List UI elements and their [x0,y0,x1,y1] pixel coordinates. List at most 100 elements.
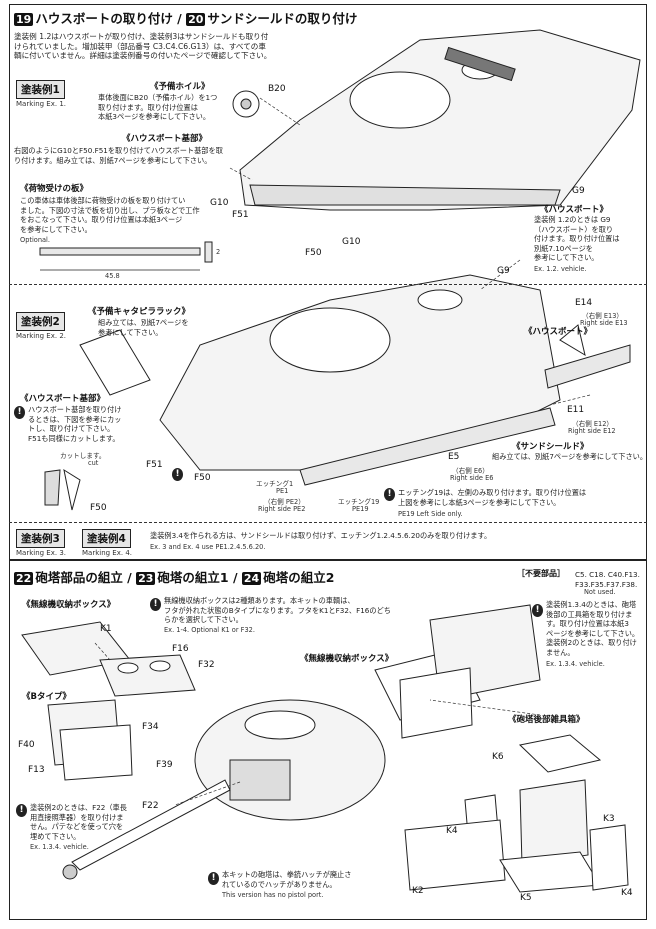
marking-ex1-tag: 塗装例1 [16,80,65,99]
part-f16: F16 [172,644,189,654]
step-title-22: 砲塔部品の組立 [35,570,123,585]
marking-ex3-en: Marking Ex. 3. [16,549,67,557]
step-number-23: 23 [136,572,156,585]
part-k6: K6 [492,752,504,762]
step-number-19: 19 [14,13,34,26]
part-pe1-c: （右側 PE2） [264,498,305,506]
note-icon-3: ! [384,488,395,501]
radio-note: 無線機収納ボックスは2種類あります。本キットの車輌は、 フタが外れた状態のBタイ… [164,596,391,624]
part-f22: F22 [142,801,159,811]
divider-b-c [9,522,647,523]
luggage-dimension-2: 2 [216,248,221,256]
luggage-dimension: 45.8 [105,272,120,280]
note-icon-2: ! [172,468,183,481]
ex2-note-en: Ex. 1.3.4. vehicle. [30,843,89,851]
spare-wheel-text: 車体後面にB20（予備ホイル）を1つ 取り付けます。取り付け位置は 本紙3ページ… [98,93,218,121]
ex134-note-en: Ex. 1.3.4. vehicle. [546,660,605,668]
part-g9: G9 [572,186,585,196]
step-number-22: 22 [14,572,34,585]
marking-ex3-tag: 塗装例3 [16,529,65,548]
pistol-note: 本キットの砲塔は、拳銃ハッチが廃止さ れているのでハッチがありません。 [222,870,352,889]
section-19-intro: 塗装例 1.2はハウスボートが取り付け、塗装例3はサンドシールドも取り付 けられ… [14,32,272,60]
part-e14-en: Right side E13 [580,319,628,327]
radio-box-caption: 《無線機収納ボックス》 [22,600,116,610]
part-f39: F39 [156,760,173,770]
step-number-20: 20 [186,13,206,26]
etching-note: エッチング19は、左側のみ取り付けます。取り付け位置は 上図を参考にし本紙3ペー… [398,488,587,507]
track-rack-caption: 《予備キャタピララック》 [88,307,191,317]
marking-ex2-en: Marking Ex. 2. [16,332,67,340]
part-g10-right: G10 [342,237,361,247]
cut-label-en: cut [88,459,99,467]
part-e11-sub: （右側 E12） [572,420,614,428]
luggage-text: この車体は車体後部に荷物受けの板を取り付けてい ました。下図の寸法で板を切り出し… [20,196,200,234]
track-rack-text: 組み立ては、別紙7ページを 参考にして下さい。 [98,318,189,337]
part-g10-left: G10 [210,198,229,208]
part-f51-b: F51 [146,460,163,470]
part-e14: E14 [575,298,593,308]
pistol-note-en: This version has no pistol port. [222,891,324,899]
part-b20: B20 [268,84,286,94]
part-f50-c: F50 [90,503,107,513]
unused-parts: C5. C18. C40.F13. F33.F35.F37.F38. [575,570,640,589]
cut-label: カットします。 [60,452,106,460]
hull-drawing-2 [159,274,561,471]
housebox-right2-caption: 《ハウスボート》 [524,327,593,337]
part-f40: F40 [18,740,35,750]
housebox-base2-caption: 《ハウスボート基部》 [20,394,106,404]
part-k4-left: K4 [446,826,458,836]
marking-ex1-en: Marking Ex. 1. [16,100,67,108]
ex2-note: 塗装例2のときは、F22（車長 用直接照準器）を取り付けま せん。パテなどを使っ… [30,803,127,841]
housebox-right-caption: 《ハウスボート》 [540,205,609,215]
marking-ex34-text: 塗装例3.4を作られる方は、サンドシールドは取り付けず、エッチング1.2.4.5… [150,531,492,540]
part-pe1-b: PE1 [276,487,289,495]
marking-ex4-tag: 塗装例4 [82,529,131,548]
housebox-base-caption: 《ハウスボート基部》 [122,134,208,144]
housebox-base2-text: ハウスボート基部を取り付け るときは、下図を参考にカッ トし、取り付けて下さい。… [28,405,122,443]
part-f50-b: F50 [194,473,211,483]
part-k5: K5 [520,893,532,903]
radio-box2-caption: 《無線機収納ボックス》 [300,654,394,664]
step-title-19: ハウスボートの取り付け [35,11,173,26]
sand-shield-caption: 《サンドシールド》 [512,442,589,452]
ex134-note: 塗装例1.3.4のときは、砲塔 後部の工具箱を取り付けま す。取り付け位置は本紙… [546,600,640,657]
radio-note-en: Ex. 1-4. Optional K1 or F32. [164,626,255,634]
part-f32: F32 [198,660,215,670]
part-e14-sub: （右側 E13） [582,312,624,320]
luggage-caption: 《荷物受けの板》 [20,184,89,194]
part-f51: F51 [232,210,249,220]
spare-wheel-caption: 《予備ホイル》 [150,82,210,92]
housebox-right-en: Ex. 1.2. vehicle. [534,265,587,273]
turret-box-caption: 《砲塔後部雑具箱》 [508,715,585,725]
housebox-right-text: 塗装例 1.2のときは G9 （ハウスボート）を取り 付けます。取り付け位置は … [534,215,620,262]
step-title-24: 砲塔の組立2 [263,570,335,585]
part-k1: K1 [100,624,112,634]
divider-a-b [9,284,647,285]
part-g9-b: G9 [497,266,510,276]
part-e11-en: Right side E12 [568,427,616,435]
part-pe1: エッチング1 [256,480,294,488]
part-pe19: エッチング19 [338,498,380,506]
sand-shield-text: 組み立ては、別紙7ページを参考にして下さい。 [492,452,648,461]
luggage-optional: Optional. [20,236,50,244]
marking-ex4-en: Marking Ex. 4. [82,549,133,557]
part-k3: K3 [603,814,615,824]
etching-note-en: PE19 Left Side only. [398,510,463,518]
divider-c-d [9,559,647,561]
part-f50: F50 [305,248,322,258]
note-icon: ! [14,406,25,419]
page-frame [9,4,647,920]
unused-en: Not used. [584,588,616,596]
housebox-base-text: 右図のようにG10とF50.F51を取り付けてハウスボート基部を取 り付けます。… [14,146,223,165]
marking-ex34-en: Ex. 3 and Ex. 4 use PE1.2.4.5.6.20. [150,543,266,551]
step-title-20: サンドシールドの取り付け [207,11,358,26]
marking-ex2-tag: 塗装例2 [16,312,65,331]
note-icon-6: ! [16,804,27,817]
part-e5-sub: （右側 E6） [452,467,489,475]
unused-header: ［不要部品］ [517,569,565,578]
part-f34: F34 [142,722,159,732]
part-pe19-b: PE19 [352,505,369,513]
